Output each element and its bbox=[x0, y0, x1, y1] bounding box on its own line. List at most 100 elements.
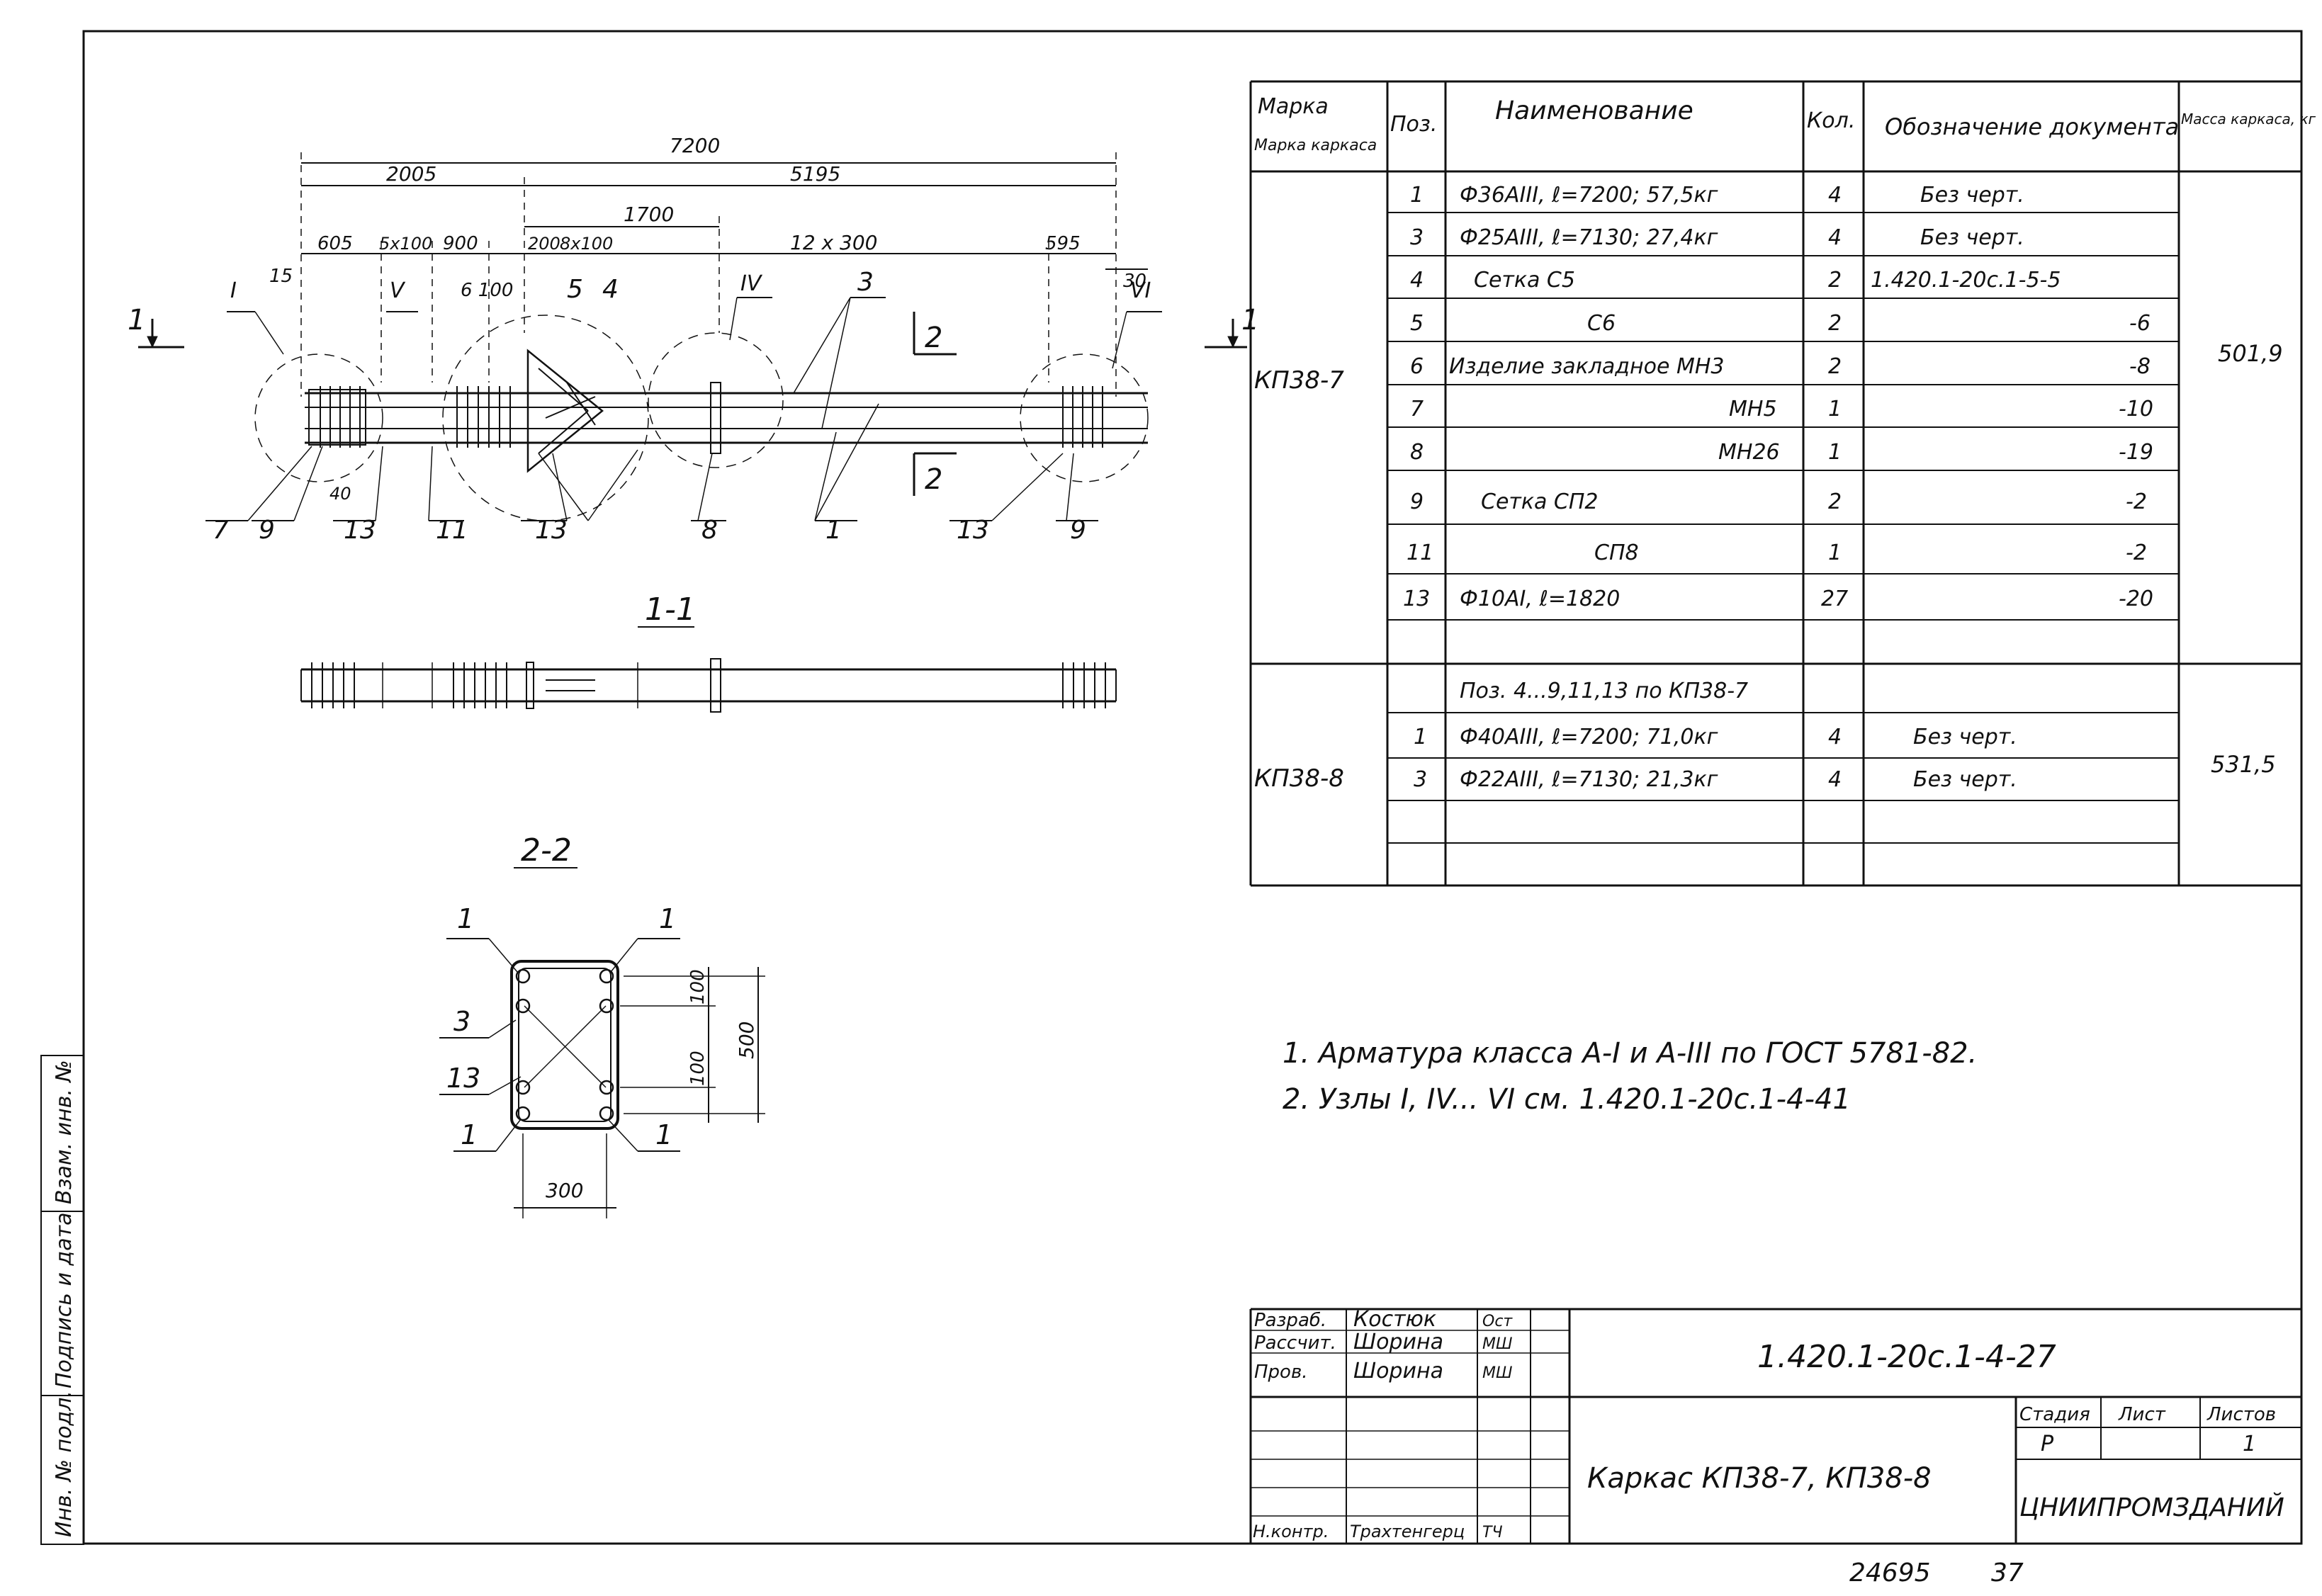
pos-label-13a: 13 bbox=[344, 516, 376, 545]
pos-label-3: 3 bbox=[857, 268, 874, 297]
sign-2: МШ bbox=[1482, 1364, 1513, 1382]
note-1: 1. Арматура класса А-I и А-III по ГОСТ 5… bbox=[1283, 1037, 1977, 1070]
s22-label-13: 13 bbox=[446, 1063, 480, 1094]
g1r6-qty: 1 bbox=[1828, 440, 1842, 465]
header-mark-1: Марка bbox=[1258, 94, 1329, 119]
s22-label-1a: 1 bbox=[457, 903, 474, 934]
g2r2-qty: 4 bbox=[1828, 767, 1842, 792]
group2-rows: Поз. 4...9,11,13 по КП38-7 1 Ф40AIII, ℓ=… bbox=[1414, 679, 2017, 792]
name-0: Костюк bbox=[1353, 1307, 1436, 1332]
dim-left-part: 2005 bbox=[386, 162, 436, 186]
sheets-value: 1 bbox=[2243, 1432, 2256, 1456]
drawing-title: Каркас КП38-7, КП38-8 bbox=[1587, 1462, 1932, 1495]
header-name: Наименование bbox=[1495, 96, 1693, 125]
g1r2-doc: 1.420.1-20с.1-5-5 bbox=[1871, 268, 2061, 293]
designation: 1.420.1-20с.1-4-27 bbox=[1757, 1339, 2056, 1375]
side-stamp-inv: Инв. № подл. bbox=[52, 1391, 77, 1537]
sign-1: МШ bbox=[1482, 1335, 1513, 1353]
section-mark-2-top: 2 bbox=[925, 322, 942, 354]
header-doc: Обозначение документа bbox=[1885, 113, 2179, 140]
section-2-2 bbox=[439, 867, 765, 1218]
dim-5x100: 5x100 bbox=[379, 234, 432, 254]
g1r0-doc: Без черт. bbox=[1920, 183, 2024, 208]
g1r5-name: МН5 bbox=[1729, 397, 1777, 421]
role-1: Рассчит. bbox=[1254, 1332, 1336, 1354]
g1r5-pos: 7 bbox=[1410, 397, 1424, 421]
node-mark-1: I bbox=[230, 278, 237, 303]
g1r1-qty: 4 bbox=[1828, 225, 1842, 250]
g1r3-qty: 2 bbox=[1828, 311, 1842, 336]
pos-label-5: 5 bbox=[567, 275, 583, 304]
pos-label-1: 1 bbox=[825, 516, 842, 545]
header-mark: Марка каркаса bbox=[1254, 137, 1377, 154]
pos-label-13b: 13 bbox=[535, 516, 568, 545]
spec-table: Марка Марка каркаса Поз. Наименование Ко… bbox=[1254, 94, 2316, 793]
g2r2-name: Ф22AIII, ℓ=7130; 21,3кг bbox=[1460, 767, 1718, 792]
g1r7-name: Сетка СП2 bbox=[1481, 489, 1599, 514]
s22-label-1c: 1 bbox=[461, 1119, 478, 1150]
g1r8-qty: 1 bbox=[1828, 541, 1842, 565]
group1-rows: 1 Ф36AIII, ℓ=7200; 57,5кг 4 Без черт. 3 … bbox=[1403, 183, 2153, 611]
group2-mark: КП38-8 bbox=[1254, 764, 1344, 793]
role-0: Разраб. bbox=[1254, 1310, 1326, 1331]
g2r0-name: Поз. 4...9,11,13 по КП38-7 bbox=[1460, 679, 1748, 703]
group2-mass: 531,5 bbox=[2211, 751, 2276, 778]
s22-label-3: 3 bbox=[453, 1006, 470, 1037]
pos-label-9a: 9 bbox=[259, 516, 275, 545]
s22-dim-300: 300 bbox=[546, 1179, 583, 1202]
s22-dim-100a: 100 bbox=[687, 969, 709, 1004]
pos-label-4: 4 bbox=[602, 275, 619, 304]
section-2-2-title: 2-2 bbox=[521, 832, 572, 868]
section-1-1 bbox=[300, 626, 1117, 713]
g1r5-qty: 1 bbox=[1828, 397, 1842, 421]
g2r2-doc: Без черт. bbox=[1913, 767, 2017, 792]
organization: ЦНИИПРОМЗДАНИЙ bbox=[2019, 1493, 2284, 1522]
dim-right-part: 5195 bbox=[790, 162, 840, 186]
section-mark-2-bottom: 2 bbox=[925, 463, 942, 496]
archive-number: 24695 bbox=[1849, 1558, 1931, 1587]
dim-900: 900 bbox=[443, 233, 478, 254]
dim-200: 200 bbox=[528, 234, 560, 254]
g1r6-doc: -19 bbox=[2119, 440, 2153, 465]
g1r2-pos: 4 bbox=[1410, 268, 1424, 293]
dim-40: 40 bbox=[329, 484, 351, 504]
g1r1-name: Ф25AIII, ℓ=7130; 27,4кг bbox=[1460, 225, 1718, 250]
g1r6-pos: 8 bbox=[1410, 440, 1424, 465]
note-2: 2. Узлы I, IV... VI см. 1.420.1-20с.1-4-… bbox=[1283, 1083, 1851, 1116]
elevation-view bbox=[138, 152, 1247, 521]
pos-label-8: 8 bbox=[701, 516, 718, 545]
dim-8x100: 8x100 bbox=[560, 234, 613, 254]
sign-0: Ост bbox=[1482, 1313, 1513, 1330]
section-2-2-text: 2-2 1 1 3 13 1 1 100 100 500 300 bbox=[446, 832, 758, 1202]
title-block: Разраб. Костюк Ост Рассчит. Шорина МШ Пр… bbox=[1253, 1307, 2284, 1541]
header-qty: Кол. bbox=[1807, 108, 1855, 133]
g1r2-name: Сетка С5 bbox=[1474, 268, 1575, 293]
g2r1-pos: 1 bbox=[1414, 725, 1427, 749]
sheet-frame bbox=[82, 30, 2303, 1545]
g1r0-qty: 4 bbox=[1828, 183, 1842, 208]
side-stamp-sign: Подпись и дата bbox=[52, 1213, 77, 1389]
g1r8-pos: 11 bbox=[1407, 541, 1433, 565]
section-1-1-title: 1-1 bbox=[645, 592, 696, 628]
dim-12x300: 12 x 300 bbox=[790, 231, 877, 254]
g1r0-pos: 1 bbox=[1410, 183, 1424, 208]
pos-label-7: 7 bbox=[213, 516, 229, 545]
s22-label-1b: 1 bbox=[659, 903, 676, 934]
elevation-labels: 7200 2005 5195 1700 605 5x100 900 200 8x… bbox=[128, 134, 1259, 545]
name-1: Шорина bbox=[1353, 1330, 1443, 1354]
dim-overall: 7200 bbox=[670, 134, 720, 157]
g1r4-doc: -8 bbox=[2129, 354, 2151, 379]
g1r3-pos: 5 bbox=[1410, 311, 1424, 336]
header-mass: Масса каркаса, кг bbox=[2181, 111, 2316, 128]
s22-dim-100b: 100 bbox=[687, 1051, 709, 1086]
pos-label-11: 11 bbox=[436, 516, 468, 545]
title-block-grid bbox=[1249, 1308, 2301, 1544]
g1r4-qty: 2 bbox=[1828, 354, 1842, 379]
side-stamp: Инв. № подл. Подпись и дата Взам. инв. № bbox=[40, 1055, 84, 1545]
g1r5-doc: -10 bbox=[2119, 397, 2153, 421]
page-number: 37 bbox=[1991, 1558, 2024, 1587]
dim-15: 15 bbox=[269, 266, 293, 287]
side-stamp-replace: Взам. инв. № bbox=[52, 1060, 77, 1204]
g1r0-name: Ф36AIII, ℓ=7200; 57,5кг bbox=[1460, 183, 1718, 208]
g1r4-pos: 6 bbox=[1410, 354, 1424, 379]
